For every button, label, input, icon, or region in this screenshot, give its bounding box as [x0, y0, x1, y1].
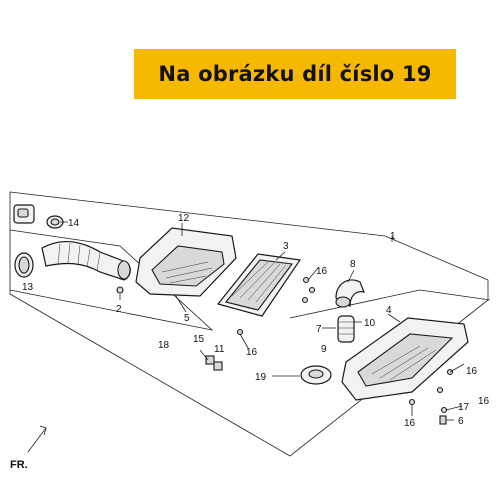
banner-text: Na obrázku díl číslo 19: [158, 62, 432, 86]
callout-16-right: 16: [466, 366, 478, 377]
part-19-sponge: [300, 365, 332, 385]
screw-part: [116, 286, 124, 294]
callout-16-upper: 16: [316, 266, 328, 277]
intake-hose-part: [41, 241, 131, 281]
air-filter-element-part: [216, 253, 302, 317]
callout-6: 6: [458, 416, 464, 427]
callout-5: 5: [184, 313, 190, 324]
callout-11: 11: [214, 344, 225, 355]
callout-18: 18: [158, 340, 170, 351]
holder-part: [13, 204, 35, 224]
callout-14: 14: [68, 218, 80, 229]
front-orientation-marker: FR.: [10, 425, 47, 471]
callout-9: 9: [321, 344, 327, 355]
callout-17: 17: [458, 402, 470, 413]
callout-12: 12: [178, 213, 190, 224]
assembly-frame-right: [289, 289, 491, 319]
callout-8: 8: [350, 259, 356, 270]
air-cleaner-case-part: [341, 317, 469, 401]
part-number-banner: Na obrázku díl číslo 19: [134, 49, 456, 99]
callout-4: 4: [386, 305, 392, 316]
callout-16-filter: 16: [246, 347, 258, 358]
callout-16-far-right: 16: [478, 396, 490, 407]
callout-1: 1: [390, 231, 396, 242]
pipe-part: [337, 315, 355, 343]
air-cleaner-cover-part: [135, 227, 237, 297]
callout-16-bottom: 16: [404, 418, 416, 429]
callout-19: 19: [255, 372, 267, 383]
leader-lines: [60, 221, 465, 421]
intake-boot-part: [14, 252, 34, 278]
clamp-part: [46, 215, 64, 229]
callout-3: 3: [283, 241, 289, 252]
callout-13: 13: [22, 282, 34, 293]
callout-15: 15: [193, 334, 205, 345]
screws-part: [236, 276, 316, 336]
orientation-label: FR.: [10, 459, 28, 471]
callout-10: 10: [364, 318, 376, 329]
clip-part: [205, 355, 223, 371]
callout-7: 7: [316, 324, 322, 335]
duct-part: [335, 279, 365, 308]
callout-2: 2: [116, 304, 122, 315]
